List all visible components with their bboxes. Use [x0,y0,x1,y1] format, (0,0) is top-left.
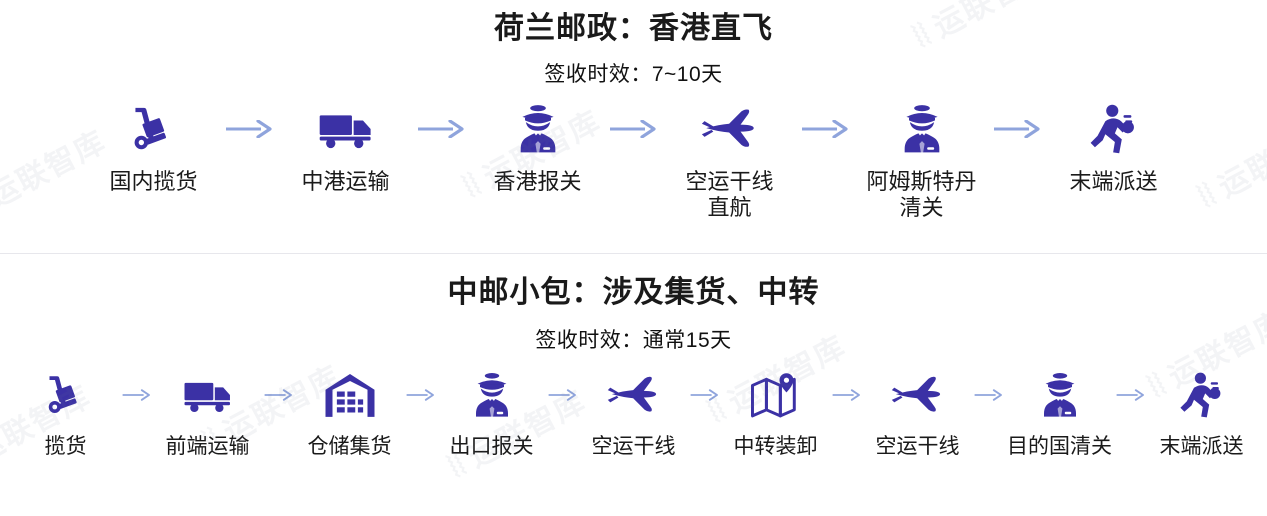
flow-arrow-icon [603,101,665,157]
flow-section-consolidated: 中邮小包：涉及集货、中转 签收时效：通常15天 揽货 [0,254,1267,516]
process-flow: 国内揽货 中港运输 [0,101,1267,221]
flow-step-label: 空运干线 [875,435,960,458]
flow-step-label: 阿姆斯特丹 清关 [866,169,977,220]
customs-officer-icon [896,101,948,157]
warehouse-icon [322,367,378,423]
flow-step[interactable]: 末端派送 [1049,101,1179,195]
flow-step[interactable]: 出口报关 [436,367,548,460]
truck-icon [183,367,233,423]
section-title: 中邮小包：涉及集货、中转 [447,276,820,309]
flow-step-label: 中港运输 [301,169,390,194]
flow-step[interactable]: 目的国清关 [1004,367,1116,460]
hand-truck-icon [42,367,90,423]
section-subtitle: 签收时效：7~10天 [544,63,723,86]
flow-step[interactable]: 空运干线 [578,367,690,460]
courier-running-icon [1178,367,1226,423]
flow-step[interactable]: 仓储集货 [294,367,406,460]
hand-truck-icon [127,101,181,157]
flow-arrow-icon [974,367,1004,423]
flow-arrow-icon [795,101,857,157]
flow-step[interactable]: 末端派送 [1146,367,1258,460]
flow-step[interactable]: 揽货 [10,367,122,460]
flow-step-label: 国内揽货 [109,169,198,194]
flow-section-direct: 荷兰邮政：香港直飞 签收时效：7~10天 国内揽货 [0,0,1267,253]
flow-step[interactable]: 中港运输 [281,101,411,195]
process-flow: 揽货 前端运输 [0,367,1267,460]
flow-step[interactable]: 阿姆斯特丹 清关 [857,101,987,221]
airplane-icon [891,367,945,423]
flow-arrow-icon [411,101,473,157]
airplane-icon [701,101,759,157]
flow-step[interactable]: 空运干线 [862,367,974,460]
section-subtitle: 签收时效：通常15天 [535,329,732,352]
courier-running-icon [1088,101,1140,157]
flow-step-label: 空运干线 [591,435,676,458]
flow-step-label: 末端派送 [1069,169,1158,194]
map-pin-icon [749,367,803,423]
flow-arrow-icon [264,367,294,423]
customs-officer-icon [512,101,564,157]
customs-officer-icon [468,367,516,423]
flow-arrow-icon [987,101,1049,157]
flow-arrow-icon [1116,367,1146,423]
flow-step-label: 香港报关 [493,169,582,194]
airplane-icon [607,367,661,423]
flow-arrow-icon [406,367,436,423]
flow-arrow-icon [122,367,152,423]
flow-step-label: 揽货 [44,435,87,458]
flow-step[interactable]: 香港报关 [473,101,603,195]
customs-officer-icon [1036,367,1084,423]
flow-step-label: 出口报关 [449,435,534,458]
flow-step[interactable]: 空运干线 直航 [665,101,795,221]
flow-step-label: 空运干线 直航 [685,169,774,220]
flow-step[interactable]: 前端运输 [152,367,264,460]
flow-arrow-icon [548,367,578,423]
flow-step[interactable]: 国内揽货 [89,101,219,195]
flow-step-label: 末端派送 [1159,435,1244,458]
truck-icon [318,101,374,157]
flow-arrow-icon [219,101,281,157]
flow-step-label: 中转装卸 [733,435,818,458]
flow-arrow-icon [832,367,862,423]
flow-step-label: 前端运输 [165,435,250,458]
flow-step-label: 仓储集货 [307,435,392,458]
flow-step-label: 目的国清关 [1007,435,1112,458]
flow-step[interactable]: 中转装卸 [720,367,832,460]
section-title: 荷兰邮政：香港直飞 [494,12,773,45]
section-divider [0,253,1267,254]
flow-arrow-icon [690,367,720,423]
